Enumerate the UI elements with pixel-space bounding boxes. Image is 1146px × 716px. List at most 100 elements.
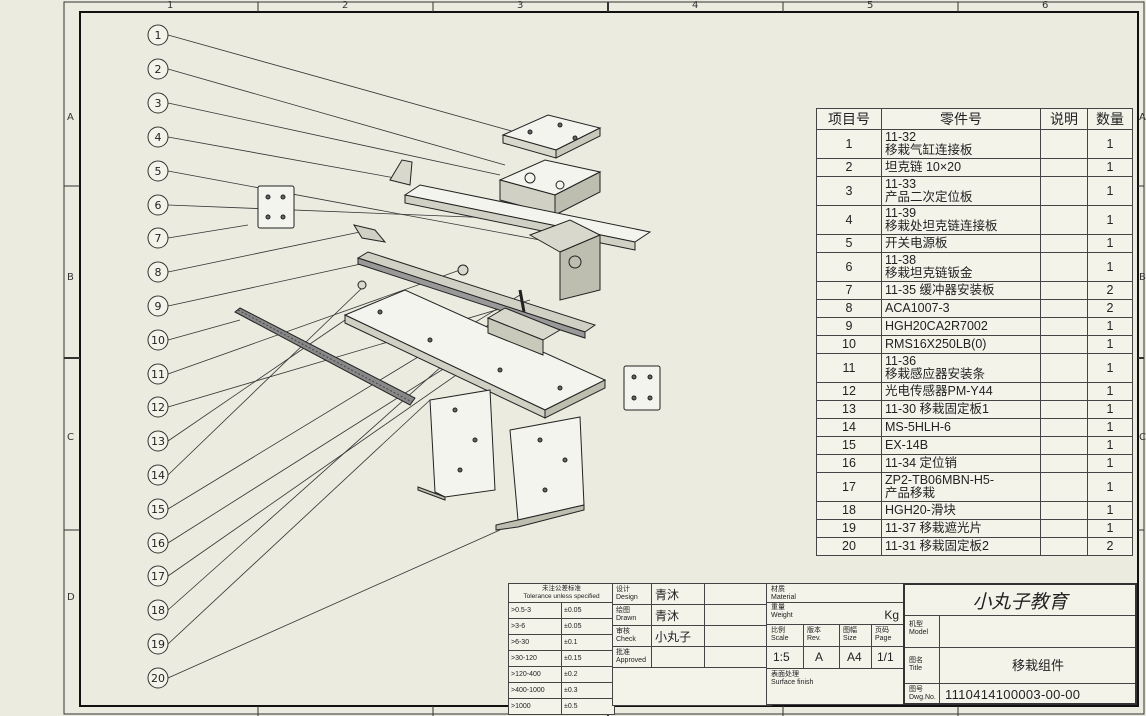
balloon-number: 10 bbox=[151, 334, 165, 347]
bom-header-quantity: 数量 bbox=[1087, 108, 1133, 130]
bom-part-number: MS-5HLH-6 bbox=[881, 418, 1041, 437]
tolerance-row: >0.5-3±0.05 bbox=[508, 602, 615, 619]
balloon-number: 8 bbox=[155, 266, 162, 279]
bom-item-number: 13 bbox=[816, 400, 882, 419]
bom-item-number: 20 bbox=[816, 537, 882, 556]
balloon-circle bbox=[147, 295, 169, 317]
bom-description bbox=[1040, 501, 1088, 520]
check-label: 审核 Check bbox=[612, 625, 652, 647]
tolerance-value: ±0.1 bbox=[561, 634, 615, 651]
tolerance-range: >400-1000 bbox=[508, 682, 562, 699]
tolerance-range: >0.5-3 bbox=[508, 602, 562, 619]
bom-description bbox=[1040, 252, 1088, 282]
zone-row-c-right: C bbox=[1139, 432, 1146, 443]
bom-description bbox=[1040, 472, 1088, 502]
bom-header-item-no: 项目号 bbox=[816, 108, 882, 130]
balloon-number: 9 bbox=[155, 300, 162, 313]
tolerance-value: ±0.05 bbox=[561, 618, 615, 635]
bom-description bbox=[1040, 299, 1088, 318]
balloon-circle bbox=[147, 565, 169, 587]
bom-quantity: 1 bbox=[1087, 176, 1133, 206]
bom-description bbox=[1040, 519, 1088, 538]
balloon-circle bbox=[147, 464, 169, 486]
bom-item-number: 12 bbox=[816, 382, 882, 401]
leader-line bbox=[167, 136, 396, 179]
bom-quantity: 1 bbox=[1087, 234, 1133, 253]
bom-quantity: 1 bbox=[1087, 400, 1133, 419]
page-label: 页码 Page bbox=[875, 627, 892, 642]
bom-quantity: 1 bbox=[1087, 418, 1133, 437]
rev-value: A bbox=[815, 650, 824, 664]
balloon-number: 18 bbox=[151, 604, 165, 617]
bom-quantity: 1 bbox=[1087, 472, 1133, 502]
zone-col-1: 1 bbox=[167, 0, 174, 11]
bom-quantity: 1 bbox=[1087, 205, 1133, 235]
tolerance-row: >30-120±0.15 bbox=[508, 650, 615, 667]
bom-quantity: 1 bbox=[1087, 353, 1133, 383]
leader-line bbox=[167, 224, 249, 239]
bom-quantity: 1 bbox=[1087, 501, 1133, 520]
bom-part-number: 11-36 移栽感应器安装条 bbox=[881, 353, 1041, 383]
balloon-number: 11 bbox=[151, 368, 165, 381]
balloon-number: 12 bbox=[151, 401, 165, 414]
approved-value bbox=[651, 646, 705, 668]
tolerance-range: >1000 bbox=[508, 698, 562, 715]
title-block-main: 小丸子教育 机型 Model 图名 Title 移栽组件 图号 Dwg.No. … bbox=[903, 583, 1137, 705]
bom-quantity: 2 bbox=[1087, 537, 1133, 556]
surface-finish-label: 表面处理 Surface finish bbox=[771, 671, 814, 686]
title-label: 图名 Title bbox=[909, 657, 923, 672]
balloon-number: 15 bbox=[151, 503, 165, 516]
tolerance-row: >1000±0.5 bbox=[508, 698, 615, 715]
balloon-number: 19 bbox=[151, 638, 165, 651]
tolerance-value: ±0.2 bbox=[561, 666, 615, 683]
leader-line bbox=[167, 317, 349, 442]
bom-part-number: RMS16X250LB(0) bbox=[881, 335, 1041, 354]
check-value: 小丸子 bbox=[651, 625, 705, 647]
leader-line bbox=[167, 347, 496, 577]
zone-row-d: D bbox=[67, 592, 75, 603]
company-name: 小丸子教育 bbox=[972, 591, 1068, 613]
leader-line bbox=[167, 399, 431, 645]
bom-quantity: 1 bbox=[1087, 129, 1133, 159]
bom-part-number: 光电传感器PM-Y44 bbox=[881, 382, 1041, 401]
zone-row-b: B bbox=[67, 272, 74, 283]
bom-item-number: 10 bbox=[816, 335, 882, 354]
tolerance-value: ±0.05 bbox=[561, 602, 615, 619]
balloon-number: 2 bbox=[155, 63, 162, 76]
bom-description bbox=[1040, 205, 1088, 235]
bom-item-number: 2 bbox=[816, 158, 882, 177]
zone-row-a-right: A bbox=[1139, 112, 1146, 123]
bom-item-number: 1 bbox=[816, 129, 882, 159]
bom-description bbox=[1040, 454, 1088, 473]
bom-item-number: 9 bbox=[816, 317, 882, 336]
bom-description bbox=[1040, 353, 1088, 383]
bom-part-number: 开关电源板 bbox=[881, 234, 1041, 253]
balloon-number: 1 bbox=[155, 29, 162, 42]
bom-part-number: 11-30 移栽固定板1 bbox=[881, 400, 1041, 419]
scale-label: 比例 Scale bbox=[771, 627, 789, 642]
bom-part-number: 11-32 移栽气缸连接板 bbox=[881, 129, 1041, 159]
balloon-number: 13 bbox=[151, 435, 165, 448]
zone-row-c: C bbox=[67, 432, 74, 443]
scale-value: 1:5 bbox=[773, 650, 790, 664]
page-value: 1/1 bbox=[877, 650, 894, 664]
bom-part-number: 坦克链 10×20 bbox=[881, 158, 1041, 177]
bom-item-number: 4 bbox=[816, 205, 882, 235]
size-value: A4 bbox=[847, 650, 862, 664]
balloon-circle bbox=[147, 430, 169, 452]
zone-col-2: 2 bbox=[342, 0, 349, 11]
